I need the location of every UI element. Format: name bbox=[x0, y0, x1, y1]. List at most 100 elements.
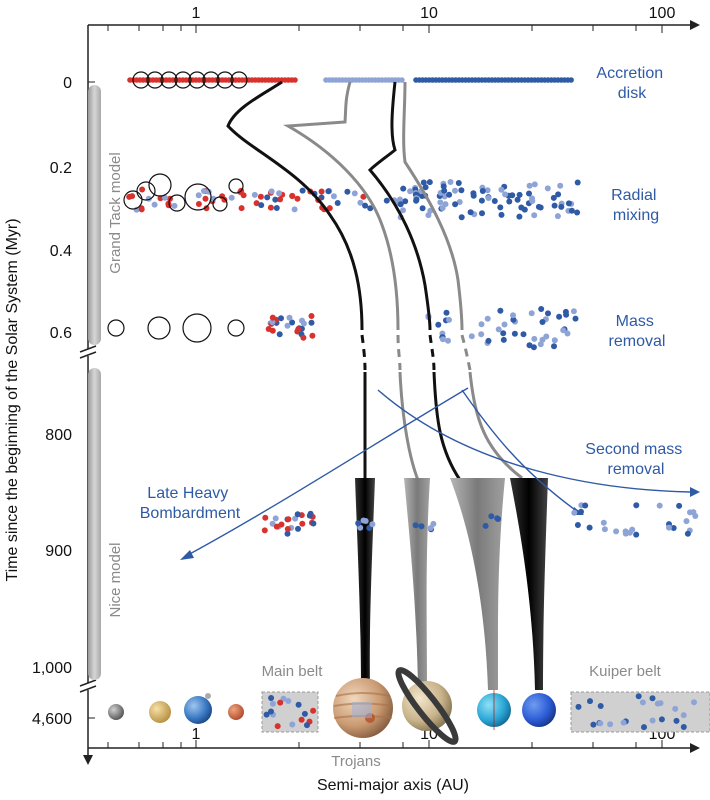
nice-bar bbox=[88, 368, 101, 680]
planetesimal-dot bbox=[687, 509, 693, 516]
second-removal-arrowhead bbox=[690, 487, 700, 497]
lhb-arrowhead bbox=[180, 550, 194, 560]
planetesimal-dot bbox=[545, 310, 551, 317]
planetesimal-dot bbox=[407, 188, 414, 195]
planetesimal-dot bbox=[397, 201, 404, 208]
planetesimal-dot bbox=[539, 319, 546, 325]
planetesimal-dot bbox=[495, 326, 502, 333]
planetesimal-dot bbox=[295, 701, 302, 708]
planetesimal-dot bbox=[265, 326, 272, 332]
x-axis-title: Semi-major axis (AU) bbox=[317, 777, 469, 794]
planetesimal-dot bbox=[299, 187, 306, 194]
planetesimal-dot bbox=[274, 723, 281, 730]
planetesimal-dot bbox=[268, 188, 275, 195]
embryo bbox=[202, 71, 220, 89]
planetesimal-dot bbox=[478, 321, 485, 328]
planetesimal-dot bbox=[510, 316, 517, 323]
planetesimal-dot bbox=[458, 187, 465, 194]
embryo bbox=[212, 196, 228, 212]
planetesimal-dot bbox=[590, 721, 597, 728]
planetesimal-dot bbox=[578, 508, 584, 515]
planetesimal-dot bbox=[554, 213, 561, 220]
planetesimal-dot bbox=[497, 307, 504, 314]
planetesimal-dot bbox=[446, 316, 452, 323]
planetesimal-dot bbox=[171, 202, 178, 209]
embryo bbox=[136, 181, 156, 201]
planetesimal-dot bbox=[692, 513, 699, 519]
planetesimal-dot bbox=[308, 313, 315, 319]
lhb-line-1: Late Heavy bbox=[147, 485, 228, 502]
second-removal-line-2: removal bbox=[608, 461, 665, 478]
planetesimal-dot bbox=[299, 317, 305, 324]
y-tick-labels: 0 0.2 0.4 0.6 800 900 1,000 4,600 bbox=[32, 75, 72, 728]
planetesimal-dot bbox=[538, 306, 545, 312]
planetesimal-dot bbox=[200, 188, 207, 194]
planetesimal-dot bbox=[441, 193, 448, 200]
planetesimal-dot bbox=[613, 528, 620, 535]
planetesimal-dot bbox=[162, 194, 168, 201]
planetesimal-dot bbox=[601, 526, 608, 533]
planetesimal-dot bbox=[399, 77, 405, 83]
planetesimal-dot bbox=[257, 193, 264, 200]
planetesimal-dot bbox=[261, 527, 268, 534]
planetesimal-dot bbox=[284, 322, 291, 329]
planetesimal-dot bbox=[357, 524, 364, 531]
embryo bbox=[182, 313, 212, 343]
accretion-icy-light-dots bbox=[323, 77, 405, 83]
planetesimal-dot bbox=[300, 334, 307, 341]
planetesimal-dot bbox=[633, 531, 640, 538]
planetesimal-dot bbox=[447, 179, 454, 185]
planetesimal-dot bbox=[488, 513, 495, 520]
scattering-arrows bbox=[180, 387, 700, 560]
planetesimal-dot bbox=[422, 184, 429, 191]
earth-moon-icon bbox=[205, 693, 211, 699]
model-bars: Grand Tack model Nice model bbox=[88, 85, 124, 680]
neptune-cone bbox=[510, 478, 548, 690]
planetesimal-dot bbox=[537, 341, 544, 348]
embryo bbox=[168, 194, 186, 212]
embryo bbox=[107, 319, 125, 337]
planetesimal-dot bbox=[272, 515, 279, 522]
planetesimal-dot bbox=[294, 195, 301, 202]
planetesimal-dot bbox=[564, 330, 571, 337]
planetesimal-dot bbox=[649, 717, 656, 724]
planetesimal-dot bbox=[531, 335, 538, 342]
planetesimal-dot bbox=[516, 213, 523, 220]
mixing-line-2: mixing bbox=[613, 207, 659, 224]
planetesimal-dot bbox=[326, 205, 333, 212]
planetesimal-dot bbox=[478, 197, 485, 204]
planetesimal-dot bbox=[289, 721, 296, 728]
embryo bbox=[230, 71, 248, 89]
planetesimal-dot bbox=[367, 205, 374, 212]
y-tick-1000: 1,000 bbox=[32, 660, 72, 677]
planetesimal-dot bbox=[582, 502, 589, 509]
planetesimal-dot bbox=[558, 203, 565, 210]
planetesimal-dot bbox=[570, 308, 577, 315]
planetesimal-dot bbox=[531, 212, 538, 219]
planetesimal-dot bbox=[491, 198, 498, 204]
planetesimal-dot bbox=[586, 524, 593, 531]
embryo bbox=[147, 316, 171, 340]
planetesimal-dot bbox=[268, 708, 274, 715]
earth-icon bbox=[184, 696, 212, 724]
trojans-marker bbox=[352, 702, 372, 718]
late-heavy-bombardment-label: Late Heavy Bombardment bbox=[140, 485, 241, 522]
planetesimal-dot bbox=[641, 724, 647, 731]
planetesimal-dot bbox=[138, 206, 145, 213]
planetesimal-dot bbox=[470, 192, 477, 199]
late-heavy-bombardment-dots bbox=[261, 502, 699, 538]
saturn-nice-path bbox=[398, 371, 420, 481]
x-ticks bbox=[107, 25, 663, 748]
y-tick-0: 0 bbox=[63, 75, 72, 92]
planetesimal-dot bbox=[289, 192, 296, 199]
axis-break-lower bbox=[79, 679, 97, 693]
planetesimal-dot bbox=[657, 700, 664, 707]
uranus-icon bbox=[477, 690, 511, 730]
x-tick-labels-top: 1 10 100 bbox=[192, 5, 676, 22]
planetesimal-dot bbox=[673, 717, 680, 724]
planetesimal-dot bbox=[649, 695, 656, 702]
planetesimal-dot bbox=[485, 195, 492, 201]
planetesimal-dot bbox=[574, 209, 581, 216]
embryo bbox=[174, 71, 192, 89]
planetesimal-dot bbox=[278, 315, 284, 322]
